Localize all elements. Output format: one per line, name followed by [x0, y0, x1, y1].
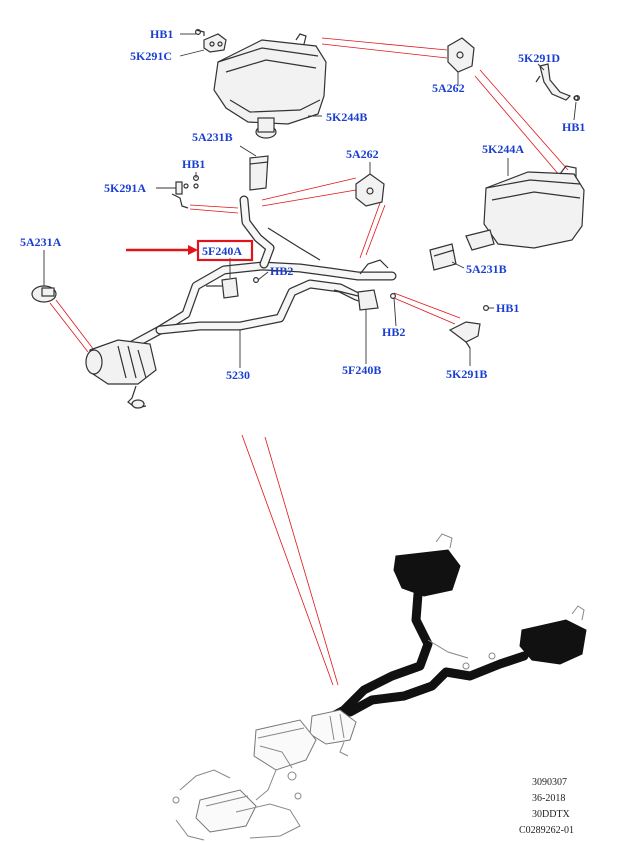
bracket-5k291d — [535, 63, 579, 101]
muffler-5k244b — [213, 33, 327, 139]
label-5k291d: 5K291D — [518, 51, 560, 65]
red-arrow-icon — [126, 245, 198, 255]
clamp-5a231a — [31, 285, 57, 303]
label-5f240b: 5F240B — [342, 363, 381, 377]
bracket-5k291b — [448, 321, 481, 349]
reference-caption: 3090307 36-2018 30DDTX C0289262-01 — [519, 777, 574, 836]
vehicle-exhaust-overview — [172, 533, 587, 841]
label-5a262-mid: 5A262 — [346, 147, 379, 161]
caption-line-4: C0289262-01 — [519, 825, 574, 836]
caption-line-2: 36-2018 — [532, 793, 565, 804]
label-5a231b-right: 5A231B — [466, 262, 507, 276]
bracket-5k291c — [195, 29, 227, 53]
muffler-5k244a — [465, 165, 585, 251]
callout-labels: HB1 5K291C 5A262 5K291D HB1 5K244B 5A231… — [20, 27, 585, 382]
label-5a262-top: 5A262 — [432, 81, 465, 95]
label-5k244a: 5K244A — [482, 142, 524, 156]
label-5k291a: 5K291A — [104, 181, 146, 195]
front-section — [85, 339, 157, 409]
label-5k291b: 5K291B — [446, 367, 487, 381]
label-5f240a: 5F240A — [202, 244, 242, 258]
isolator-5f240b — [333, 289, 379, 311]
label-hb2-left: HB2 — [270, 264, 293, 278]
clamp-5a231b-right — [429, 243, 457, 271]
label-hb1-right: HB1 — [562, 120, 585, 134]
clamp-5a231b-top — [249, 155, 269, 191]
label-hb1-top: HB1 — [150, 27, 173, 41]
pipe-assembly-5230 — [107, 195, 397, 361]
highlight-box-5f240a — [196, 239, 254, 262]
label-hb2-right: HB2 — [382, 325, 405, 339]
hanger-5a262-top — [447, 37, 475, 73]
caption-line-3: 30DDTX — [532, 809, 571, 820]
caption-line-1: 3090307 — [532, 777, 567, 788]
leader-lines — [43, 33, 577, 368]
label-5a231a: 5A231A — [20, 235, 62, 249]
bracket-5k291a — [171, 181, 199, 209]
bolt-glyphs — [193, 29, 580, 312]
label-5k244b: 5K244B — [326, 110, 367, 124]
red-guide-lines — [49, 37, 569, 686]
label-5230: 5230 — [226, 368, 250, 382]
hanger-5a262-mid — [355, 173, 385, 207]
label-hb1-lower: HB1 — [496, 301, 519, 315]
label-hb1-left: HB1 — [182, 157, 205, 171]
label-5a231b-top: 5A231B — [192, 130, 233, 144]
label-5k291c: 5K291C — [130, 49, 172, 63]
isolator-5f240a — [206, 277, 239, 299]
